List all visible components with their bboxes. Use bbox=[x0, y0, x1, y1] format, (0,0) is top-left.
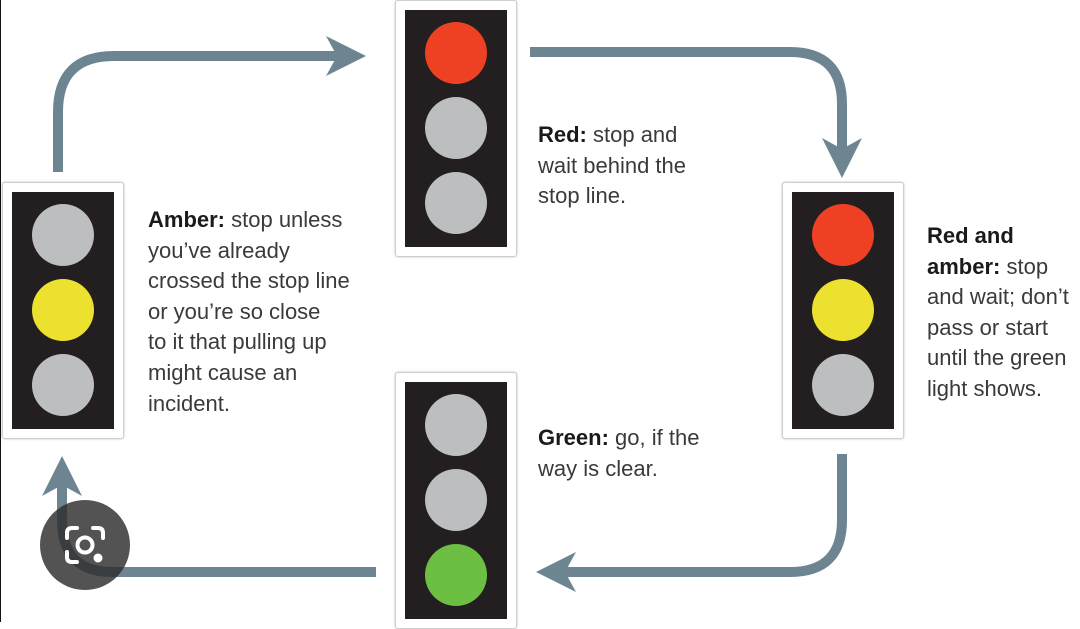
image-search-button[interactable] bbox=[40, 500, 130, 590]
traffic-light-red bbox=[395, 0, 517, 257]
lamp-middle bbox=[425, 97, 487, 159]
lamp-bottom bbox=[812, 354, 874, 416]
caption-green: Green: go, if the way is clear. bbox=[538, 423, 699, 484]
caption-text: pass or start bbox=[927, 314, 1049, 340]
caption-text: incident. bbox=[148, 390, 230, 416]
caption-text: go, if the bbox=[608, 425, 700, 450]
traffic-light-housing bbox=[405, 10, 507, 247]
lamp-middle bbox=[812, 279, 874, 341]
traffic-light-housing bbox=[12, 192, 114, 429]
caption-label: amber: bbox=[927, 253, 1001, 279]
caption-text: and wait; don’t bbox=[927, 284, 1069, 310]
lamp-middle bbox=[32, 279, 94, 341]
left-edge-border bbox=[0, 0, 1, 622]
traffic-light-housing bbox=[405, 382, 507, 619]
caption-text: stop bbox=[1000, 253, 1049, 279]
caption-text: wait behind the bbox=[538, 152, 686, 178]
caption-text: might cause an bbox=[148, 359, 298, 385]
caption-label: Green: bbox=[538, 425, 609, 450]
caption-text: crossed the stop line bbox=[148, 268, 350, 294]
arrow-amber-to-red bbox=[53, 36, 366, 172]
caption-red-and-amber: Red and amber: stop and wait; don’t pass… bbox=[927, 221, 1069, 405]
caption-red: Red: stop and wait behind the stop line. bbox=[538, 120, 686, 212]
caption-text: stop line. bbox=[538, 183, 627, 209]
lamp-bottom bbox=[32, 354, 94, 416]
traffic-light-red-and-amber bbox=[782, 182, 904, 439]
lamp-top bbox=[425, 394, 487, 456]
lamp-top bbox=[425, 22, 487, 84]
caption-text: way is clear. bbox=[538, 455, 658, 481]
caption-text: light shows. bbox=[927, 375, 1042, 401]
caption-text: you’ve already bbox=[148, 237, 290, 263]
lamp-top bbox=[812, 204, 874, 266]
caption-amber: Amber: stop unless you’ve already crosse… bbox=[148, 205, 350, 419]
traffic-light-amber bbox=[2, 182, 124, 439]
lamp-bottom bbox=[425, 544, 487, 606]
caption-label: Amber: bbox=[148, 207, 226, 232]
lamp-middle bbox=[425, 469, 487, 531]
lamp-bottom bbox=[425, 172, 487, 234]
caption-text: to it that pulling up bbox=[148, 329, 327, 355]
caption-label: Red and bbox=[927, 223, 1014, 248]
caption-text: stop and bbox=[586, 122, 678, 147]
arrow-red-to-red-and-amber bbox=[530, 47, 862, 178]
caption-label: Red: bbox=[538, 122, 587, 147]
lamp-top bbox=[32, 204, 94, 266]
traffic-light-green bbox=[395, 372, 517, 629]
caption-text: stop unless bbox=[225, 207, 343, 232]
arrow-red-and-amber-to-green bbox=[536, 454, 847, 592]
caption-text: or you’re so close bbox=[148, 298, 321, 324]
caption-text: until the green bbox=[927, 345, 1067, 371]
traffic-light-housing bbox=[792, 192, 894, 429]
camera-lens-icon bbox=[65, 526, 105, 564]
